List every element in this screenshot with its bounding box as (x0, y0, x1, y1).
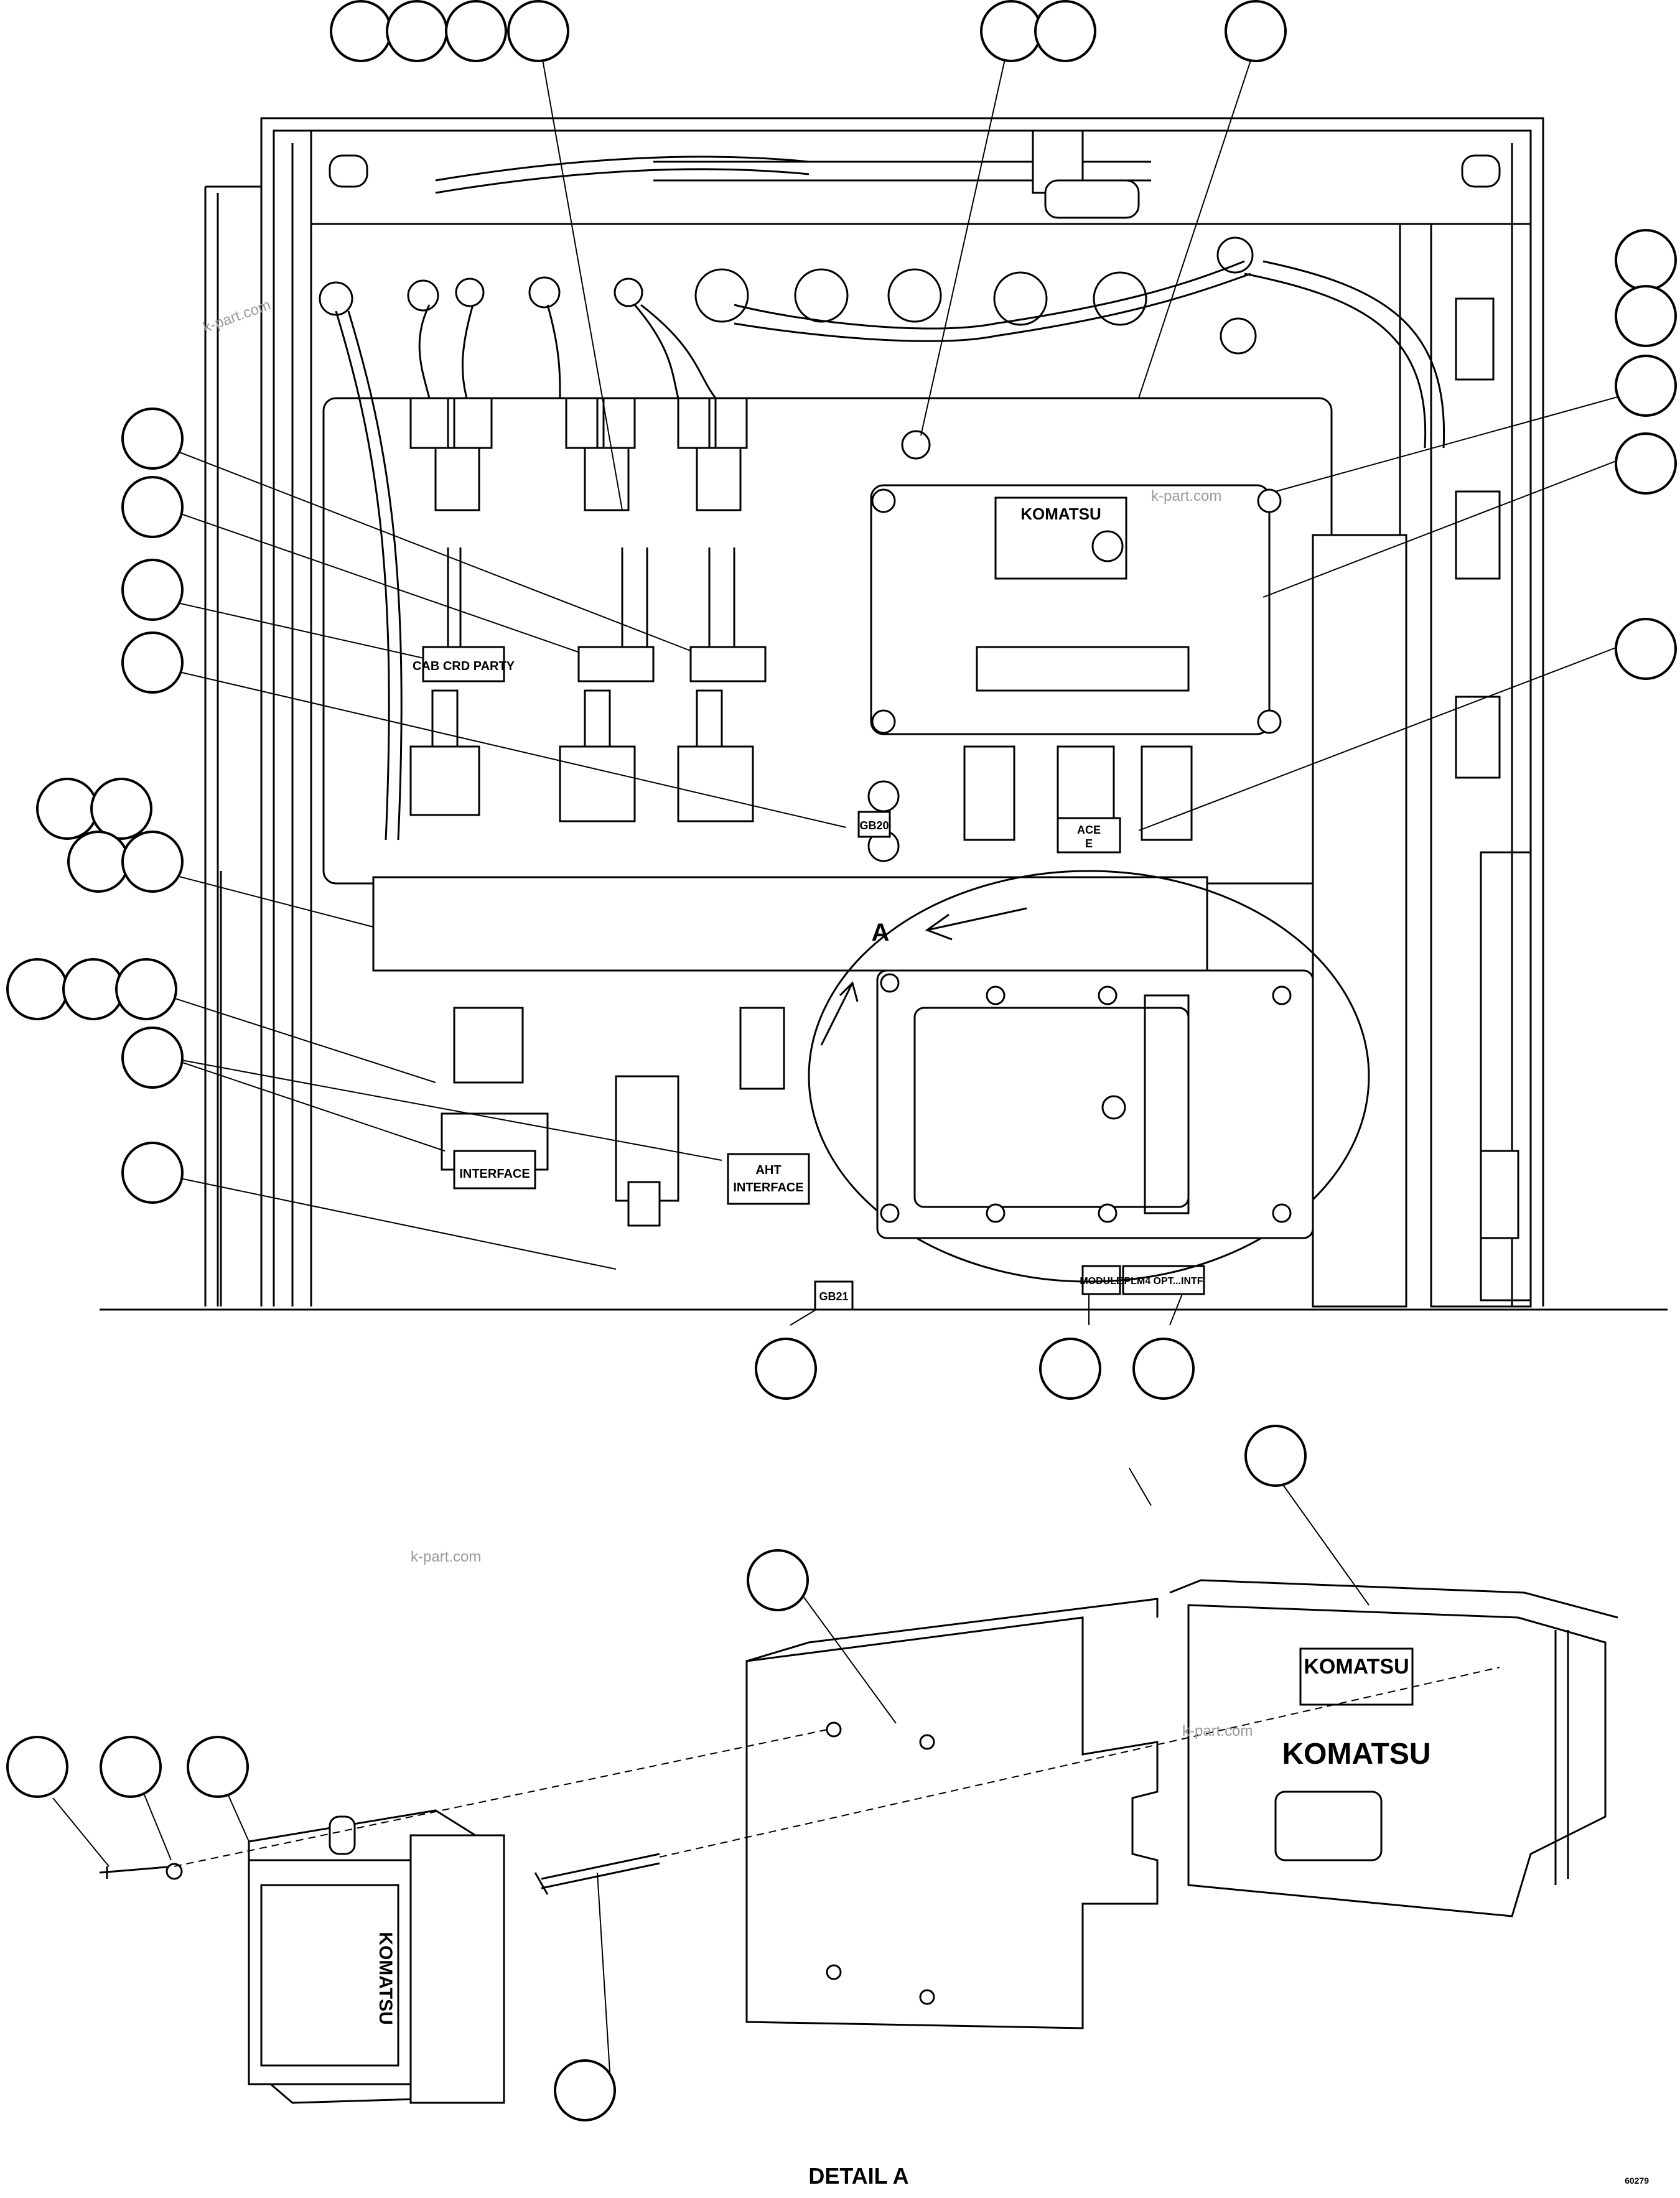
grommet-row (319, 129, 1257, 355)
callout-bubble (121, 476, 184, 538)
callout-bubble (1034, 0, 1096, 62)
controller-upper: KOMATSU (867, 430, 1282, 862)
leader-lines-upper (133, 45, 1630, 1326)
wire-harness (335, 156, 1445, 841)
callout-bubble (121, 831, 184, 893)
callout-bubble (330, 0, 392, 62)
callout-bubble (386, 0, 448, 62)
label-aht-line1: AHT (755, 1163, 781, 1177)
label-aht-line2: INTERFACE (733, 1181, 803, 1194)
callout-bubble (90, 778, 152, 840)
label-gb20: GB20 (859, 819, 889, 832)
connector-group-upper (409, 397, 748, 511)
watermark-2: k-part.com (1151, 488, 1221, 505)
label-plm: PLM4 OPT...INTF (1124, 1276, 1203, 1287)
callout-bubble (121, 1142, 184, 1204)
callout-bubble (1039, 1338, 1101, 1400)
callout-bubble (1615, 355, 1677, 417)
callout-bubble (1615, 229, 1677, 291)
label-face-line2: E (1085, 837, 1093, 850)
detail-a-view: KOMATSU KOMATSU KOMATSU (52, 1468, 1618, 2104)
callout-bubble (1615, 285, 1677, 347)
detail-marker: A (872, 919, 890, 946)
callout-bubble (36, 778, 98, 840)
callout-bubble (67, 831, 129, 893)
callout-bubble (100, 1736, 162, 1798)
callout-bubble (1244, 1425, 1307, 1487)
callout-bubble (121, 407, 184, 470)
logo-detail-right-1: KOMATSU (1304, 1655, 1409, 1679)
callout-bubbles (6, 0, 1677, 2121)
label-third-party: CAB CRD PARTY (413, 659, 515, 673)
label-interface: INTERFACE (459, 1167, 530, 1181)
callout-bubble (747, 1549, 809, 1611)
callout-bubble (6, 958, 68, 1020)
callout-bubble (980, 0, 1042, 62)
callout-bubble (1615, 432, 1677, 495)
logo-detail-left: KOMATSU (375, 1932, 396, 2024)
callout-bubble (755, 1338, 817, 1400)
watermark-3: k-part.com (411, 1548, 481, 1565)
logo-upper: KOMATSU (1020, 505, 1101, 523)
callout-bubble (1615, 618, 1677, 680)
callout-bubble (1225, 0, 1287, 62)
label-tags: CAB CRD PARTY INTERFACE AHT INTERFACE GB… (413, 646, 1205, 1311)
callout-bubble (187, 1736, 249, 1798)
detail-callout: A (372, 870, 1370, 1283)
cabinet-frame (100, 117, 1668, 1311)
label-face-line1: ACE (1077, 824, 1101, 836)
watermark-4: k-part.com (1182, 1723, 1253, 1739)
callout-bubble (121, 1027, 184, 1089)
logo-detail-right-2: KOMATSU (1282, 1738, 1430, 1771)
callout-bubble (6, 1736, 68, 1798)
side-components (1312, 297, 1519, 1308)
callout-bubble (121, 631, 184, 694)
label-gb21: GB21 (819, 1290, 848, 1303)
callout-bubble (62, 958, 124, 1020)
figure-number: 60279 (1625, 2176, 1649, 2186)
callout-bubble (507, 0, 569, 62)
callout-bubble (554, 2059, 616, 2121)
callout-bubble (445, 0, 507, 62)
callout-bubble (121, 559, 184, 621)
callout-bubble (1132, 1338, 1195, 1400)
callout-bubble (115, 958, 177, 1020)
detail-title: DETAIL A (808, 2163, 908, 2189)
